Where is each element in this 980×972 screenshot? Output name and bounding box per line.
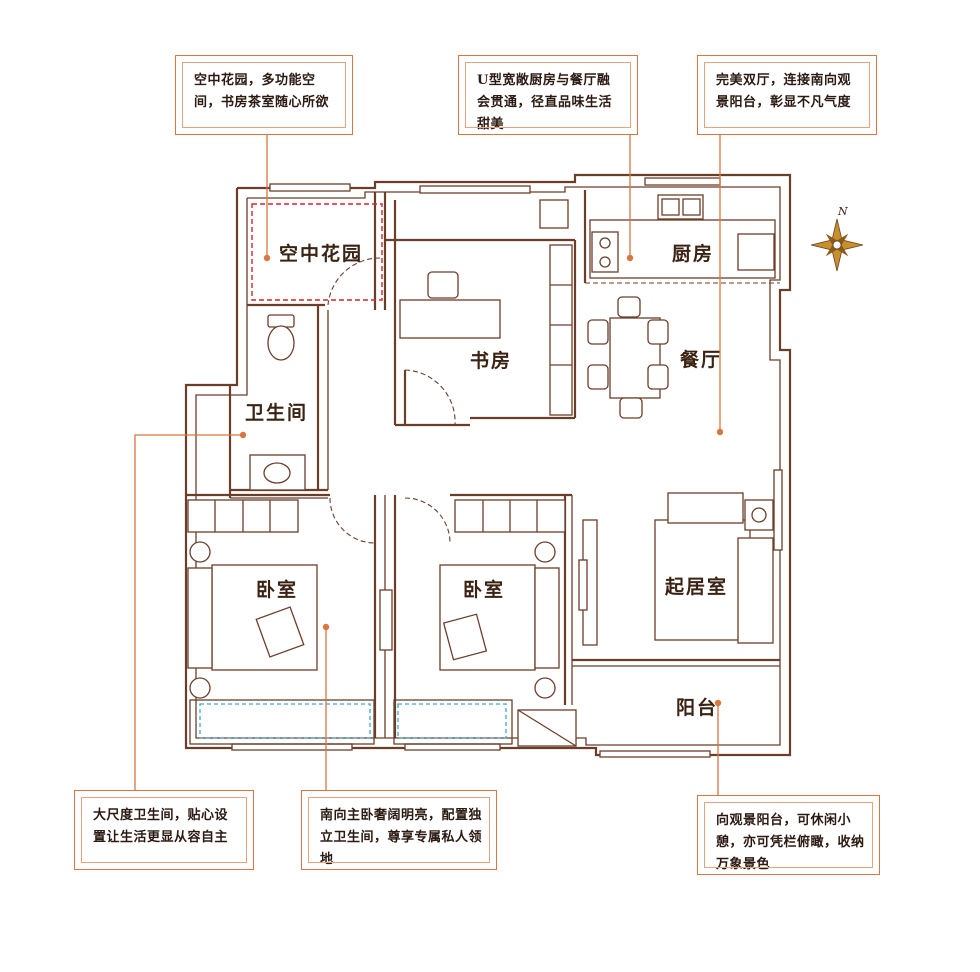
callout-sky-garden: 空中花园，多功能空间，书房茶室随心所欲 (175, 55, 353, 135)
callout-living: 完美双厅，连接南向观景阳台，彰显不凡气度 (697, 55, 877, 135)
room-label-bedroom-right: 卧室 (463, 579, 506, 601)
callout-bedroom-text: 南向主卧奢阔明亮，配置独立卫生间，尊享专属私人领地 (320, 808, 483, 867)
compass-north-label: N (838, 205, 848, 218)
leader-lines (134, 135, 724, 795)
interior-walls (186, 190, 780, 747)
windows (231, 177, 783, 758)
callout-bathroom-text: 大尺度卫生间，贴心设置让生活更显从容自主 (93, 808, 229, 845)
callout-bathroom: 大尺度卫生间，贴心设置让生活更显从容自主 (74, 790, 254, 870)
callout-living-text: 完美双厅，连接南向观景阳台，彰显不凡气度 (716, 73, 852, 110)
doors (327, 257, 456, 544)
study-furniture (399, 199, 573, 416)
sink-icon (249, 454, 306, 491)
room-label-living: 起居室 (665, 576, 729, 598)
callout-kitchen-dining: U型宽敞厨房与餐厅融会贯通，径直品味生活甜美 (458, 55, 638, 135)
room-label-kitchen: 厨房 (672, 243, 715, 265)
callout-kitchen-dining-text: U型宽敞厨房与餐厅融会贯通，径直品味生活甜美 (477, 73, 613, 132)
bay-windows (189, 699, 513, 745)
room-label-sky-garden: 空中花园 (279, 243, 364, 265)
room-label-balcony: 阳台 (676, 697, 719, 719)
room-label-study: 书房 (470, 350, 513, 372)
bedroom-left-furniture (187, 499, 318, 699)
bedroom-right-furniture (379, 499, 566, 699)
toilet-icon (267, 314, 295, 361)
callout-balcony: 向观景阳台，可休闲小憩，亦可凭栏俯瞰，收纳万象景色 (697, 795, 880, 875)
living-furniture (578, 492, 774, 646)
callout-balcony-text: 向观景阳台，可休闲小憩，亦可凭栏俯瞰，收纳万象景色 (716, 813, 865, 872)
dining-table (587, 296, 669, 419)
callout-sky-garden-text: 空中花园，多功能空间，书房茶室随心所欲 (194, 73, 330, 110)
sky-garden-outline (251, 203, 383, 301)
room-label-dining: 餐厅 (680, 349, 723, 371)
compass-icon (810, 218, 864, 272)
room-label-bedroom-left: 卧室 (256, 579, 299, 601)
callout-bedroom: 南向主卧奢阔明亮，配置独立卫生间，尊享专属私人领地 (301, 790, 497, 870)
room-label-bathroom: 卫生间 (245, 402, 309, 424)
kitchen-counter (589, 194, 776, 279)
